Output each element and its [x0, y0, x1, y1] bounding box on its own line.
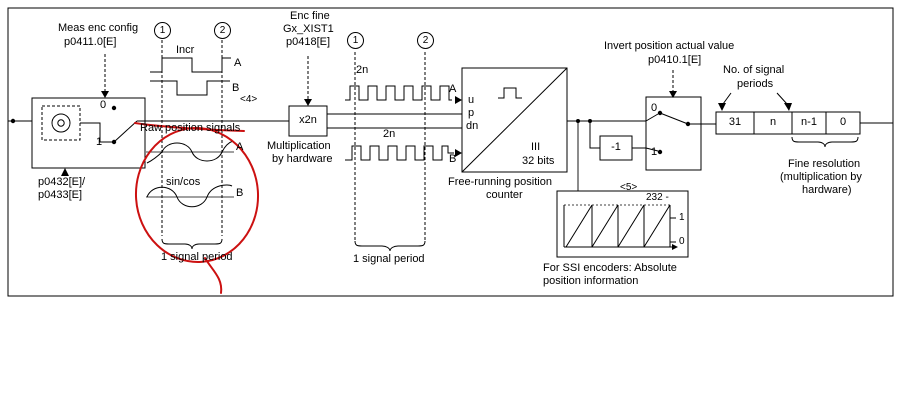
red-tail: [204, 257, 223, 294]
fine-resolution-label-2: (multiplication by: [780, 171, 862, 183]
p0432-param-label: p0432[E]/: [38, 176, 86, 188]
multiplication-label: Multiplication: [267, 140, 331, 152]
no-of-signal-label: No. of signal: [723, 64, 785, 76]
pulse-a-label: A: [449, 83, 457, 95]
invert-switch-0-label: 0: [651, 102, 658, 114]
counter-dn-label: dn: [466, 120, 479, 132]
p0411-param-label: p0411.0[E]: [64, 36, 117, 48]
encoder-select-block: [31, 97, 289, 169]
pow2n-b-label: 2n: [383, 128, 396, 140]
minus-one-label: -1: [611, 141, 621, 153]
incr-label: Incr: [176, 44, 195, 56]
fine-resolution-label-3: hardware): [802, 184, 852, 196]
bit-field-box: [715, 111, 893, 135]
pulse-train-a: [345, 85, 462, 104]
periods-label: periods: [737, 78, 774, 90]
sincos-label: sin/cos: [166, 176, 201, 188]
brace-signal-period-1: [161, 238, 223, 250]
red-strike-line: [134, 122, 245, 132]
counter-p-label: p: [468, 107, 475, 119]
counter-block: [461, 67, 568, 173]
counter-caption-1: Free-running position: [448, 176, 552, 188]
bit-n1-label: n-1: [801, 116, 817, 128]
square-b-label: B: [232, 82, 240, 94]
brace-signal-period-2: [354, 240, 426, 252]
ref-4-label: <4>: [240, 94, 258, 105]
sine-wave-a: [146, 140, 234, 164]
by-hardware-label: by hardware: [272, 153, 333, 165]
p0433-param-label: p0433[E]: [38, 189, 83, 201]
red-annotation: [134, 122, 260, 294]
sine-wave-b: [146, 184, 234, 208]
marker-2-incr: 2: [214, 22, 231, 39]
signal-period-1-label: 1 signal period: [161, 251, 233, 263]
x2n-block-label: x2n: [299, 114, 317, 126]
invert-title-label: Invert position actual value: [604, 40, 735, 52]
marker-2-encfine: 2: [417, 32, 434, 49]
brace-fine-resolution: [791, 136, 859, 148]
counter-bits-label: 32 bits: [522, 155, 555, 167]
raw-position-signals-label: Raw position signals: [140, 122, 241, 134]
p0410-param-label: p0410.1[E]: [648, 54, 702, 66]
counter-marks-label: III: [531, 141, 541, 153]
encoder-switch-1-label: 1: [96, 136, 103, 148]
fine-resolution-label-1: Fine resolution: [788, 158, 861, 170]
invert-switch-1-label: 1: [651, 146, 658, 158]
bit-n-label: n: [769, 116, 777, 128]
meas-enc-config-label: Meas enc config: [58, 22, 139, 34]
pulse-b-label: B: [449, 153, 457, 165]
bit-0-label: 0: [839, 116, 847, 128]
ref-5-label: <5>: [620, 182, 638, 193]
sine-a-label: A: [236, 141, 244, 153]
signal-period-2-label: 1 signal period: [353, 253, 425, 265]
enc-fine-label: Enc fine: [290, 10, 330, 22]
pulse-train-b: [345, 145, 462, 161]
square-a-label: A: [234, 57, 242, 69]
square-wave-b: [150, 80, 230, 96]
encoder-switch-0-label: 0: [100, 99, 107, 111]
ssi-zero-label: 0: [679, 236, 685, 247]
marker-1-encfine: 1: [347, 32, 364, 49]
gx-xist1-label: Gx_XIST1: [283, 23, 334, 35]
x2n-block: [288, 105, 462, 137]
counter-u-label: u: [468, 94, 475, 106]
diagram-frame: [7, 7, 894, 297]
counter-caption-2: counter: [486, 189, 523, 201]
marker-1-incr: 1: [154, 22, 171, 39]
square-wave-a: [150, 57, 231, 73]
bit-31-label: 31: [728, 116, 742, 128]
ssi-box: [556, 190, 689, 258]
ssi-max-label: 232 -: [646, 192, 669, 203]
ssi-caption-2: position information: [543, 275, 639, 287]
sine-b-label: B: [236, 187, 244, 199]
ssi-caption-1: For SSI encoders: Absolute: [543, 262, 677, 274]
pow2n-a-label: 2n: [356, 64, 369, 76]
minus-one-block: [599, 135, 646, 161]
p0418-param-label: p0418[E]: [286, 36, 331, 48]
ssi-one-label: 1: [679, 212, 685, 223]
